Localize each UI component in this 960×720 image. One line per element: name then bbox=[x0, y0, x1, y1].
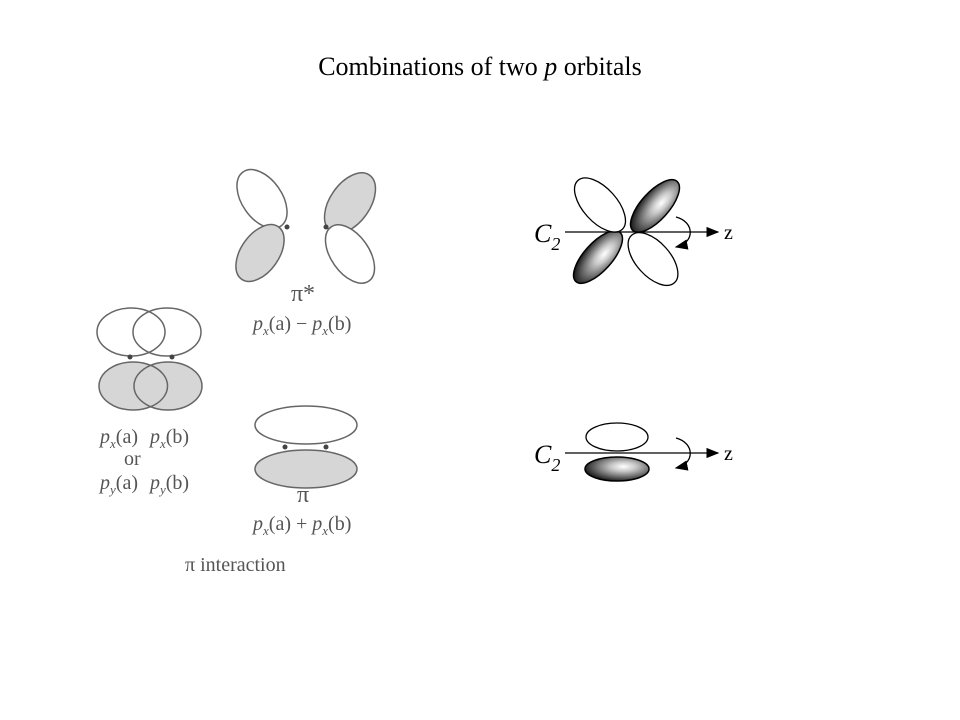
pi-interaction-caption: π interaction bbox=[185, 554, 286, 576]
separate-lobe-upper-b bbox=[132, 307, 202, 357]
sep-row1-a2: (b) bbox=[166, 426, 189, 448]
pi-star-p-b: p bbox=[310, 313, 322, 335]
pi-p-b: p bbox=[310, 513, 322, 535]
shaded-lobe-lower bbox=[584, 456, 650, 482]
pi-star-lobe-lower-left bbox=[235, 223, 285, 283]
nucleus-dot-b bbox=[323, 444, 329, 450]
nucleus-dot-a bbox=[127, 354, 133, 360]
c2-symbol-top: C2 bbox=[534, 219, 560, 254]
pi-star-lobe-upper-left bbox=[236, 168, 288, 230]
separate-lobe-upper-a bbox=[96, 307, 166, 357]
shaded-lobe-upper-right bbox=[629, 178, 681, 234]
pi-operator: + bbox=[291, 513, 312, 535]
pi-star-lobe-lower-right bbox=[324, 224, 376, 284]
c2-symbol-bottom: C2 bbox=[534, 440, 560, 475]
c2-letter-top: C bbox=[534, 219, 552, 248]
sep-row1-p1: p bbox=[98, 426, 110, 448]
separate-px-label: px(a)px(b) bbox=[98, 426, 189, 451]
pi-star-sub-a: x bbox=[262, 323, 269, 338]
sep-row2-p2: p bbox=[148, 472, 160, 494]
pi-star-symbol: π* bbox=[291, 281, 315, 307]
pi-combination: px(a) + px(b) bbox=[251, 513, 351, 538]
pi-star-p-a: p bbox=[251, 313, 263, 335]
pi-sub-a: x bbox=[262, 523, 269, 538]
title-prefix: Combinations of two bbox=[318, 52, 545, 81]
rotation-arrow-icon bbox=[674, 216, 691, 250]
pi-star-orbital-pair bbox=[235, 168, 377, 284]
pi-arg-a: (a) bbox=[269, 513, 291, 535]
pi-lobe-upper bbox=[254, 405, 358, 445]
c2-sub-top: 2 bbox=[551, 234, 560, 254]
pi-lobe-lower bbox=[254, 449, 358, 489]
c2-sub-bottom: 2 bbox=[551, 455, 560, 475]
sep-row2-a1: (a) bbox=[116, 472, 138, 494]
c2-symmetry-bonding bbox=[565, 422, 720, 482]
nucleus-dot-a bbox=[284, 224, 290, 230]
open-lobe-upper bbox=[585, 422, 649, 452]
nucleus-dot-b bbox=[169, 354, 175, 360]
pi-p-a: p bbox=[251, 513, 263, 535]
page-title: Combinations of two p orbitals bbox=[0, 52, 960, 82]
title-italic-p: p bbox=[544, 52, 558, 81]
nucleus-dot-a bbox=[282, 444, 288, 450]
c2-symmetry-antibonding bbox=[565, 177, 720, 287]
open-lobe-lower-right bbox=[627, 231, 679, 287]
sep-row2-p1: p bbox=[98, 472, 110, 494]
pi-symbol: π bbox=[297, 482, 309, 508]
separate-overlap-outline bbox=[149, 364, 169, 408]
pi-sub-b: x bbox=[321, 523, 328, 538]
separate-or-label: or bbox=[124, 448, 141, 470]
z-axis-label-top: z bbox=[724, 222, 733, 244]
pi-star-arg-b: (b) bbox=[328, 313, 351, 335]
c2-letter-bottom: C bbox=[534, 440, 552, 469]
sep-row2-s2: y bbox=[158, 482, 166, 497]
pi-star-combination: px(a) − px(b) bbox=[251, 313, 351, 338]
sep-row1-s1: x bbox=[109, 436, 116, 451]
z-axis-label-bottom: z bbox=[724, 443, 733, 465]
pi-star-operator: − bbox=[291, 313, 312, 335]
shaded-lobe-lower-left bbox=[572, 229, 624, 285]
rotation-arrow-icon bbox=[674, 437, 691, 471]
separate-py-label: py(a)py(b) bbox=[98, 472, 189, 497]
open-lobe-upper-left bbox=[573, 177, 627, 233]
sep-row1-s2: x bbox=[159, 436, 166, 451]
sep-row2-a2: (b) bbox=[166, 472, 189, 494]
pi-arg-b: (b) bbox=[328, 513, 351, 535]
sep-row2-s1: y bbox=[108, 482, 116, 497]
pi-star-arg-a: (a) bbox=[269, 313, 291, 335]
separate-p-orbitals bbox=[96, 307, 203, 411]
title-suffix: orbitals bbox=[557, 52, 642, 81]
pi-star-sub-b: x bbox=[321, 323, 328, 338]
pi-bonding-orbital bbox=[254, 405, 358, 489]
sep-row1-a1: (a) bbox=[116, 426, 138, 448]
nucleus-dot-b bbox=[323, 224, 329, 230]
sep-row1-p2: p bbox=[148, 426, 160, 448]
